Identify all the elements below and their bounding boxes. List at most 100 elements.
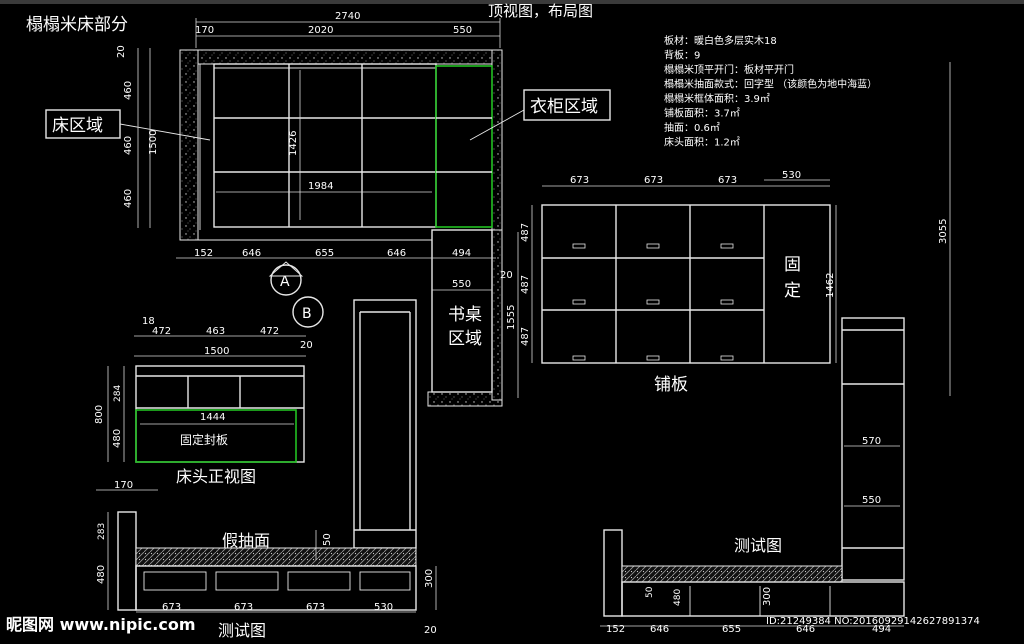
paving-487-b: 487 (520, 275, 531, 294)
paving-label: 铺板 (654, 375, 688, 395)
wardrobe-frame (435, 65, 493, 228)
right-bed-base (621, 581, 905, 617)
note-line: 榻榻米顶平开门：板材平开门 (664, 63, 794, 76)
dim-460-b: 460 (123, 136, 134, 155)
tall-wardrobe-side (353, 299, 417, 549)
front-283: 283 (97, 523, 107, 540)
dim-1555: 1555 (506, 305, 517, 330)
dim-3055: 3055 (938, 219, 949, 244)
paving-handle (646, 355, 660, 361)
right-646-b: 646 (796, 624, 815, 635)
dim-646-a: 646 (242, 248, 261, 259)
dim-152: 152 (194, 248, 213, 259)
mattress (135, 547, 417, 567)
right-646: 646 (650, 624, 669, 635)
watermark-logo: 昵图网 www.nipic.com (6, 615, 196, 634)
headboard-170: 170 (114, 480, 133, 491)
headboard-18: 18 (142, 316, 155, 327)
wardrobe-label-box (523, 89, 611, 121)
note-line: 抽面：0.6㎡ (664, 121, 720, 134)
paving-handle (720, 299, 734, 305)
headboard-284: 284 (113, 385, 123, 402)
front-50: 50 (322, 533, 333, 546)
right-mattress (621, 565, 843, 583)
front-530: 530 (374, 602, 393, 613)
right-152: 152 (606, 624, 625, 635)
front-673-c: 673 (306, 602, 325, 613)
paving-487-c: 487 (520, 327, 531, 346)
note-line: 床头面积：1.2㎡ (664, 136, 740, 149)
paving-handle (572, 243, 586, 249)
paving-1462: 1462 (825, 273, 836, 298)
paving-handle (646, 299, 660, 305)
dim-1500-left: 1500 (148, 130, 159, 155)
fixed-label-1: 固 (784, 255, 801, 275)
dim-1426: 1426 (288, 131, 299, 156)
top-view-title: 顶视图，布局图 (488, 2, 593, 20)
headboard-472-b: 472 (260, 326, 279, 337)
headboard-1444: 1444 (200, 412, 225, 423)
note-line: 铺板面积：3.7㎡ (664, 107, 740, 120)
front-673-a: 673 (162, 602, 181, 613)
window-top-bar (0, 0, 1024, 4)
right-550: 550 (862, 495, 881, 506)
note-line: 板材：暖白色多层实木18 (664, 34, 777, 47)
fixed-panel-label: 固定封板 (180, 432, 228, 447)
dim-460-a: 460 (123, 81, 134, 100)
paving-530: 530 (782, 170, 801, 181)
dim-646-b: 646 (387, 248, 406, 259)
section-mark-a (270, 264, 302, 296)
watermark-id: ID:21249384 NO:20160929142627891374 (766, 616, 980, 627)
wall-top (179, 49, 501, 65)
wardrobe-area-label: 衣柜区域 (530, 97, 598, 117)
note-line: 榻榻米框体面积：3.9㎡ (664, 92, 770, 105)
section-a-label: A (280, 274, 290, 290)
wall-bottom-desk (427, 391, 503, 407)
right-655: 655 (722, 624, 741, 635)
paving-handle (720, 243, 734, 249)
note-line: 榻榻米抽面款式：回字型 （该颜色为地中海蓝） (664, 78, 877, 91)
headboard-480: 480 (112, 429, 123, 448)
dim-1984: 1984 (308, 181, 333, 192)
right-570: 570 (862, 436, 881, 447)
dim-460-c: 460 (123, 189, 134, 208)
headboard-front-label: 床头正视图 (176, 467, 256, 486)
dim-20-desk: 20 (500, 270, 513, 281)
paving-673-a: 673 (570, 175, 589, 186)
paving-board-view: 673 673 673 530 487 487 487 1462 固 定 铺板 … (520, 62, 951, 396)
right-cabinet-frame (841, 317, 905, 581)
material-notes: 板材：暖白色多层实木18背板：9榻榻米顶平开门：板材平开门榻榻米抽面款式：回字型… (664, 34, 877, 149)
wall-right-desk (491, 229, 503, 401)
desk-area-label-1: 书桌 (448, 305, 482, 325)
dim-655: 655 (315, 248, 334, 259)
right-headboard-post (603, 529, 623, 617)
wall-left (179, 49, 199, 241)
fixed-panel-frame (135, 409, 297, 463)
dim-2020: 2020 (308, 25, 333, 36)
test-view-label-1: 测试图 (218, 621, 266, 640)
fixed-label-2: 定 (784, 281, 801, 301)
paving-handle (572, 355, 586, 361)
drawing-title: 榻榻米床部分 (26, 15, 128, 35)
fake-drawer-label: 假抽面 (222, 531, 270, 550)
paving-frame (541, 204, 831, 364)
top-view-plan: 1426 1984 床区域 衣柜区域 书桌 区域 2740 170 2020 5… (45, 11, 611, 407)
section-b-label: B (302, 306, 312, 322)
right-50: 50 (645, 586, 655, 598)
dim-170: 170 (195, 25, 214, 36)
dim-2740: 2740 (335, 11, 360, 22)
right-494: 494 (872, 624, 891, 635)
paving-673-c: 673 (718, 175, 737, 186)
headboard-front-view: 1444 固定封板 18 472 463 472 1500 20 800 284… (94, 316, 313, 491)
dim-494: 494 (452, 248, 471, 259)
desk-area-label-2: 区域 (448, 329, 482, 349)
paving-handle (720, 355, 734, 361)
headboard-463: 463 (206, 326, 225, 337)
paving-handle (646, 243, 660, 249)
dim-20-left: 20 (116, 45, 127, 58)
headboard-1500: 1500 (204, 346, 229, 357)
bed-side-test-view: 570 550 测试图 50 480 300 152 646 655 646 4… (600, 317, 905, 635)
right-300: 300 (762, 587, 773, 606)
